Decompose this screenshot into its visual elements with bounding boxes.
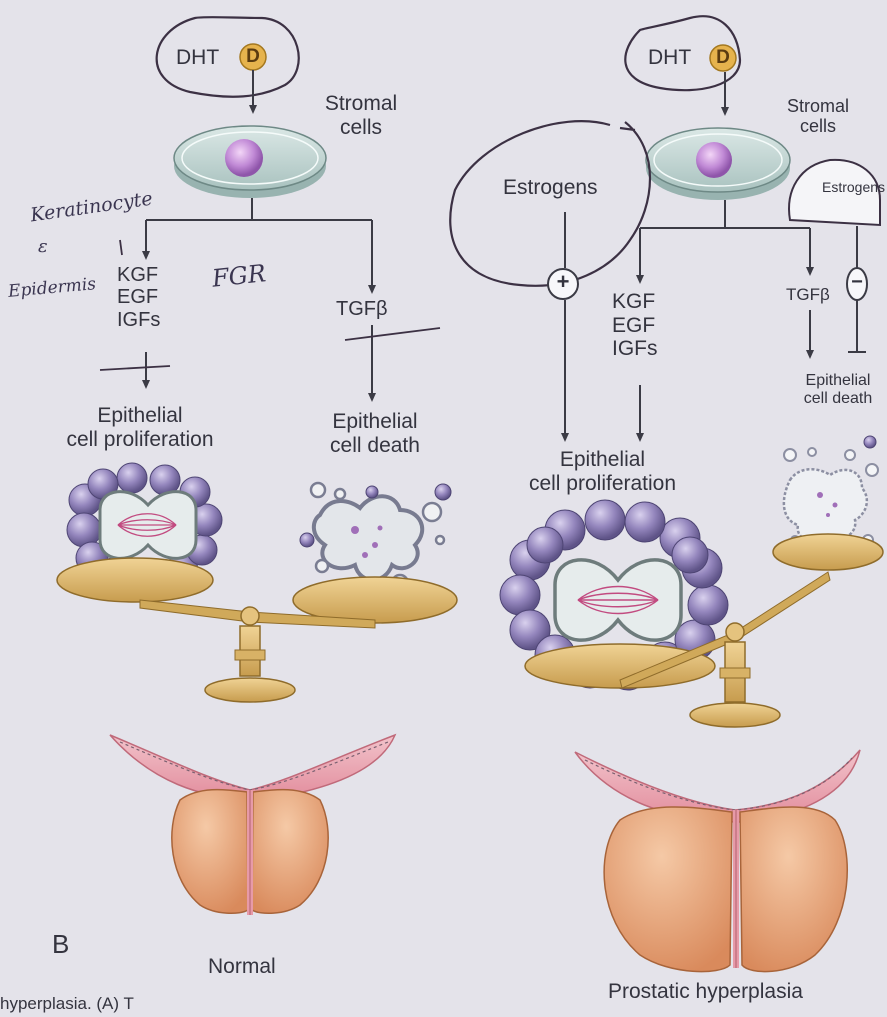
dht-label-left: DHT — [176, 46, 219, 70]
proliferation-label-left: Epithelial cell proliferation — [40, 404, 240, 451]
growth-factors-right: KGF EGF IGFs — [612, 290, 658, 361]
estrogens-label-left: Estrogens — [503, 176, 598, 200]
cell-death-label-left: Epithelial cell death — [300, 410, 450, 457]
plus-sign: + — [553, 270, 573, 295]
stromal-cells-label-left: Stromal cells — [306, 92, 416, 139]
caption-fragment: hyperplasia. (A) T — [0, 994, 134, 1013]
cell-death-label-right: Epithelial cell death — [788, 372, 887, 408]
minus-sign: − — [847, 271, 867, 293]
stromal-cell-left — [174, 126, 326, 198]
hyperplasia-title: Prostatic hyperplasia — [608, 980, 803, 1004]
apoptotic-cell-left — [300, 483, 451, 591]
normal-title: Normal — [208, 955, 276, 979]
dht-label-right: DHT — [648, 46, 691, 70]
proliferation-label-right: Epithelial cell proliferation — [500, 448, 705, 495]
panel-letter: B — [52, 930, 69, 959]
estrogens-label-right: Estrogens — [822, 180, 885, 196]
estrogens-ink-loop — [450, 121, 650, 286]
growth-factors-left: KGF EGF IGFs — [117, 264, 160, 331]
handwritten-fgf: FGR — [211, 259, 268, 292]
stromal-cell-right — [646, 128, 790, 200]
balance-scale-left — [57, 558, 457, 702]
stromal-cells-label-right: Stromal cells — [776, 96, 860, 136]
apoptotic-cell-right — [784, 436, 878, 549]
prostate-normal — [110, 735, 395, 915]
dht-badge-letter-right: D — [713, 47, 733, 68]
handwritten-amp: ε — [38, 236, 48, 257]
tgf-beta-label-right: TGFβ — [786, 285, 830, 304]
dht-badge-letter-left: D — [243, 46, 263, 67]
prostate-hyperplasia — [575, 750, 860, 972]
tgf-beta-label-left: TGFβ — [336, 298, 388, 320]
